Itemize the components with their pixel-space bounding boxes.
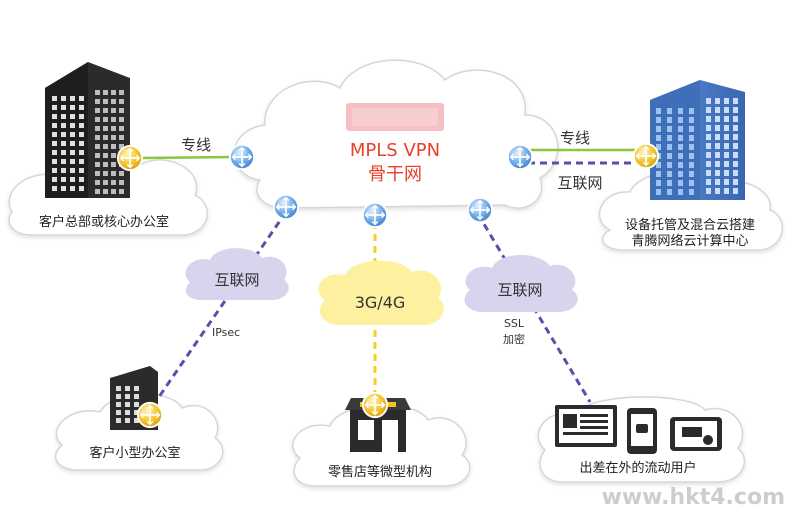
site-hq-label: 客户总部或核心办公室 [39, 214, 169, 230]
router-icon [228, 143, 256, 171]
internet-cloud-left [185, 248, 289, 300]
backbone-title: MPLS VPN [350, 140, 440, 161]
dedicated-line-left [139, 155, 236, 160]
tablet-icon [670, 417, 722, 451]
router-icon [272, 193, 300, 221]
site-small-office-label: 客户小型办公室 [89, 445, 180, 461]
site-mobile-users-label: 出差在外的流动用户 [579, 460, 696, 476]
router-icon [136, 401, 164, 429]
building-icon [45, 62, 130, 198]
ssl-label: SSL [504, 317, 525, 330]
dedicated-label-right: 专线 [560, 129, 590, 147]
dedicated-label-left: 专线 [181, 136, 211, 154]
router-icon [632, 142, 660, 170]
internet-cloud-right-label: 互联网 [497, 281, 542, 299]
router-icon [466, 196, 494, 224]
internet-label-right: 互联网 [557, 174, 602, 192]
ipsec-label: IPsec [212, 326, 240, 339]
mobile-cloud-center [318, 260, 444, 325]
site-datacenter-label-2: 青腾网络云计算中心 [631, 233, 748, 249]
phone-icon [627, 408, 657, 454]
site-retail-label: 零售店等微型机构 [328, 464, 432, 480]
router-icon [361, 201, 389, 229]
internet-cloud-left-label: 互联网 [214, 271, 259, 289]
ssl-label-encrypt: 加密 [503, 332, 525, 346]
mobile-cloud-label: 3G/4G [355, 293, 406, 312]
site-datacenter-label: 设备托管及混合云搭建 [625, 217, 755, 233]
watermark: www.hkt4.com [602, 485, 785, 510]
router-icon [116, 144, 144, 172]
internet-cloud-right [464, 254, 578, 312]
router-icon [361, 391, 389, 419]
laptop-icon [555, 405, 617, 447]
backbone-subtitle: 骨干网 [368, 164, 422, 185]
ipsec-line [148, 211, 288, 411]
small-office-cloud [54, 393, 224, 471]
router-icon [506, 143, 534, 171]
building-icon [650, 80, 745, 200]
mpls-backbone-cloud [233, 59, 559, 209]
